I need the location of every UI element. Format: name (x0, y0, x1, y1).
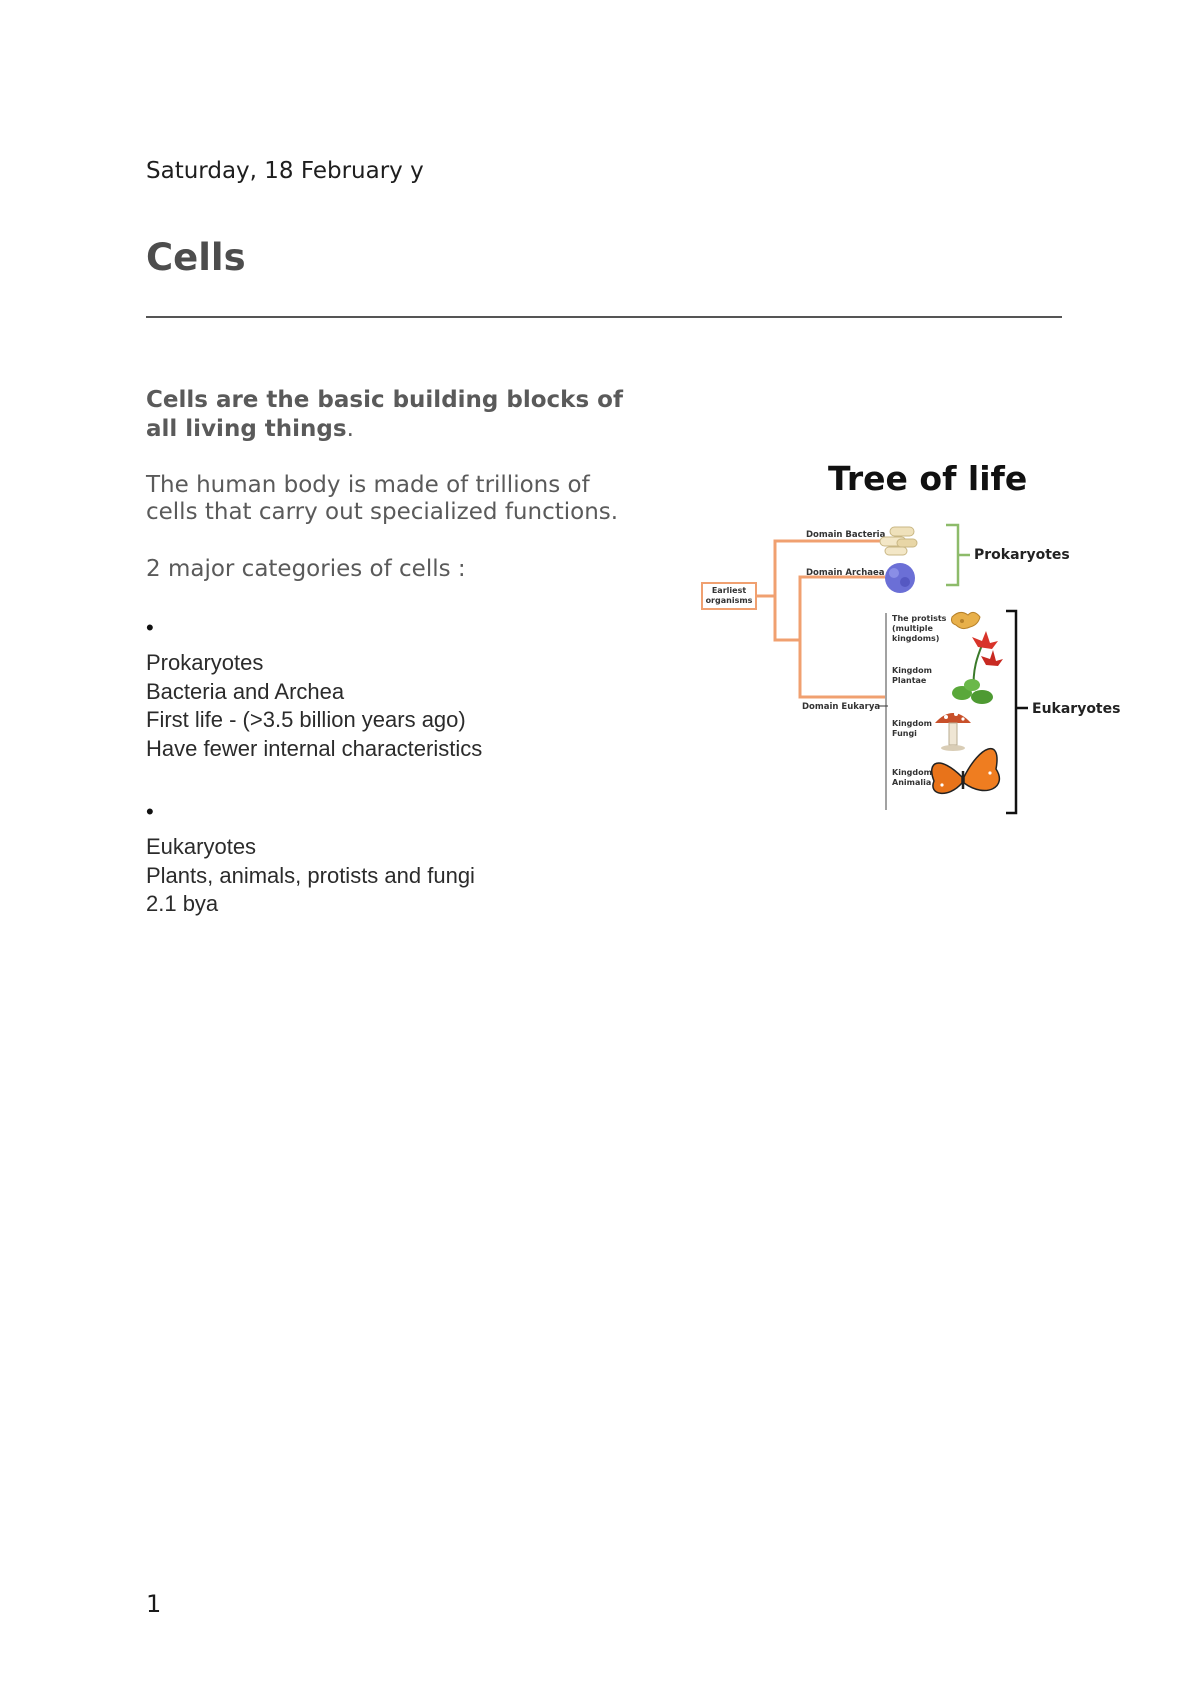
kingdom-label-line: Animalia (892, 778, 931, 787)
kingdom-label-line: Kingdom (892, 768, 932, 777)
categories-heading: 2 major categories of cells : (146, 556, 466, 582)
lead-statement: Cells are the basic building blocks of a… (146, 387, 623, 442)
list-line: 2.1 bya (146, 891, 219, 916)
figure-title: Tree of life (828, 459, 1027, 498)
kingdom-label-line: Fungi (892, 729, 917, 738)
page-title: Cells (146, 236, 246, 279)
prokaryotes-bracket (946, 523, 970, 587)
list-line: Plants, animals, protists and fungi (146, 862, 475, 888)
mushroom-icon (935, 712, 971, 751)
archaea-icon (885, 563, 915, 593)
list-line: Bacteria and Archea (146, 678, 345, 704)
bullet-marker: • (146, 615, 154, 640)
body-paragraph: The human body is made of trillions of c… (146, 472, 619, 525)
list-item-prokaryotes: • Prokaryotes Bacteria and Archea First … (146, 617, 646, 763)
plant-icon (952, 631, 1003, 704)
title-divider (146, 316, 1062, 318)
group-label-prokaryotes: Prokaryotes (974, 547, 1070, 563)
list-line: First life - (>3.5 billion years ago) (146, 707, 466, 732)
list-item-eukaryotes: • Eukaryotes Plants, animals, protists a… (146, 801, 646, 919)
kingdom-label-line: (multiple (892, 624, 933, 633)
list-line: Prokaryotes (146, 650, 264, 675)
butterfly-icon (931, 748, 1001, 794)
group-label-eukaryotes: Eukaryotes (1032, 701, 1120, 717)
domain-label-eukarya: Domain Eukarya (802, 702, 880, 712)
domain-label-bacteria: Domain Bacteria (806, 530, 886, 540)
branch-lines (756, 539, 885, 699)
list-line: Have fewer internal characteristics (146, 735, 483, 761)
root-box (701, 582, 757, 610)
root-label-line: organisms (706, 596, 753, 605)
kingdom-label-line: The protists (892, 614, 947, 623)
kingdom-label-line: kingdoms) (892, 634, 939, 643)
page-date: Saturday, 18 February y (146, 158, 424, 184)
protist-icon (951, 611, 981, 630)
list-line: Eukaryotes (146, 834, 257, 859)
kingdom-label-line: Kingdom (892, 666, 932, 675)
tree-of-life-diagram: Tree of life Earliest organisms Domain B… (701, 459, 1120, 815)
root-label-line: Earliest (712, 586, 746, 595)
eukaryotes-bracket (1006, 609, 1028, 815)
bacteria-icon (879, 526, 918, 556)
notes-column: Cells are the basic building blocks of a… (146, 386, 646, 919)
page-number: 1 (146, 1590, 162, 1618)
kingdom-label-line: Kingdom (892, 719, 932, 728)
bullet-marker: • (146, 799, 154, 824)
domain-label-archaea: Domain Archaea (806, 568, 885, 578)
tree-of-life-figure: Tree of life Earliest organisms Domain B… (690, 455, 1160, 830)
kingdom-label-line: Plantae (892, 676, 927, 685)
